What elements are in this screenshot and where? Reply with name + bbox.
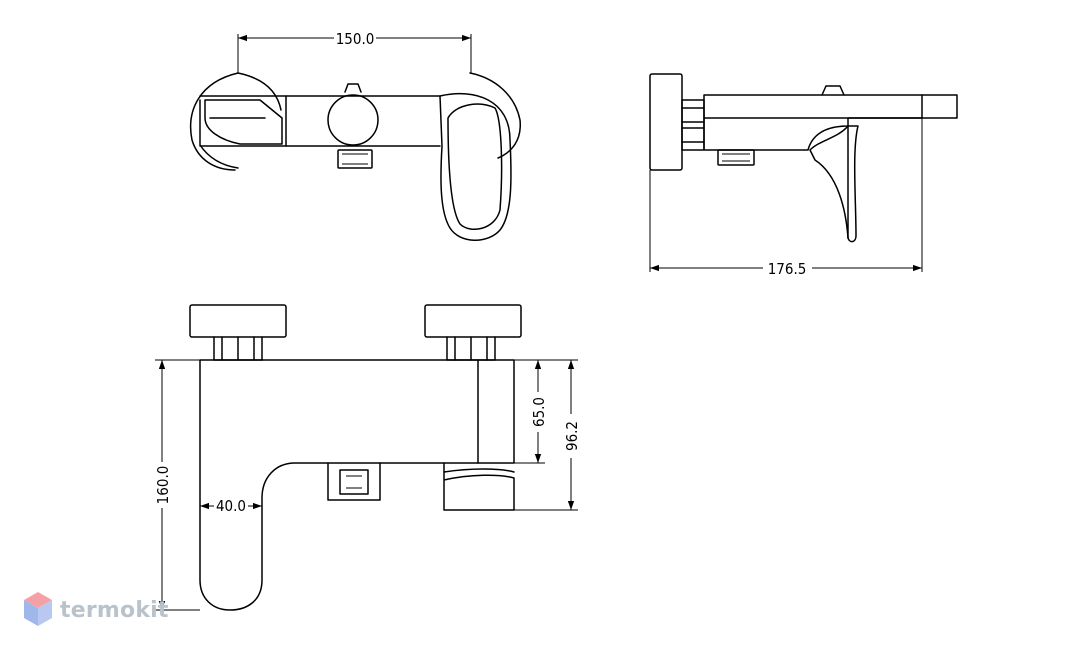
termokit-logo-icon	[24, 592, 52, 626]
dim-outlet-drop: 96.2	[563, 421, 581, 451]
dim-inlet-offset: 40.0	[216, 497, 246, 515]
top-view: 150.0	[189, 30, 521, 241]
front-view: 160.0 40.0 65.0 96.2	[154, 304, 581, 611]
side-view: 176.5	[649, 73, 958, 278]
dim-top-width: 150.0	[336, 30, 375, 48]
watermark-logo: termokit	[22, 590, 169, 630]
dim-side-depth: 176.5	[768, 260, 807, 278]
dim-height: 160.0	[154, 466, 172, 505]
watermark-brand: termokit	[60, 597, 169, 623]
dim-spout-drop: 65.0	[530, 397, 548, 427]
